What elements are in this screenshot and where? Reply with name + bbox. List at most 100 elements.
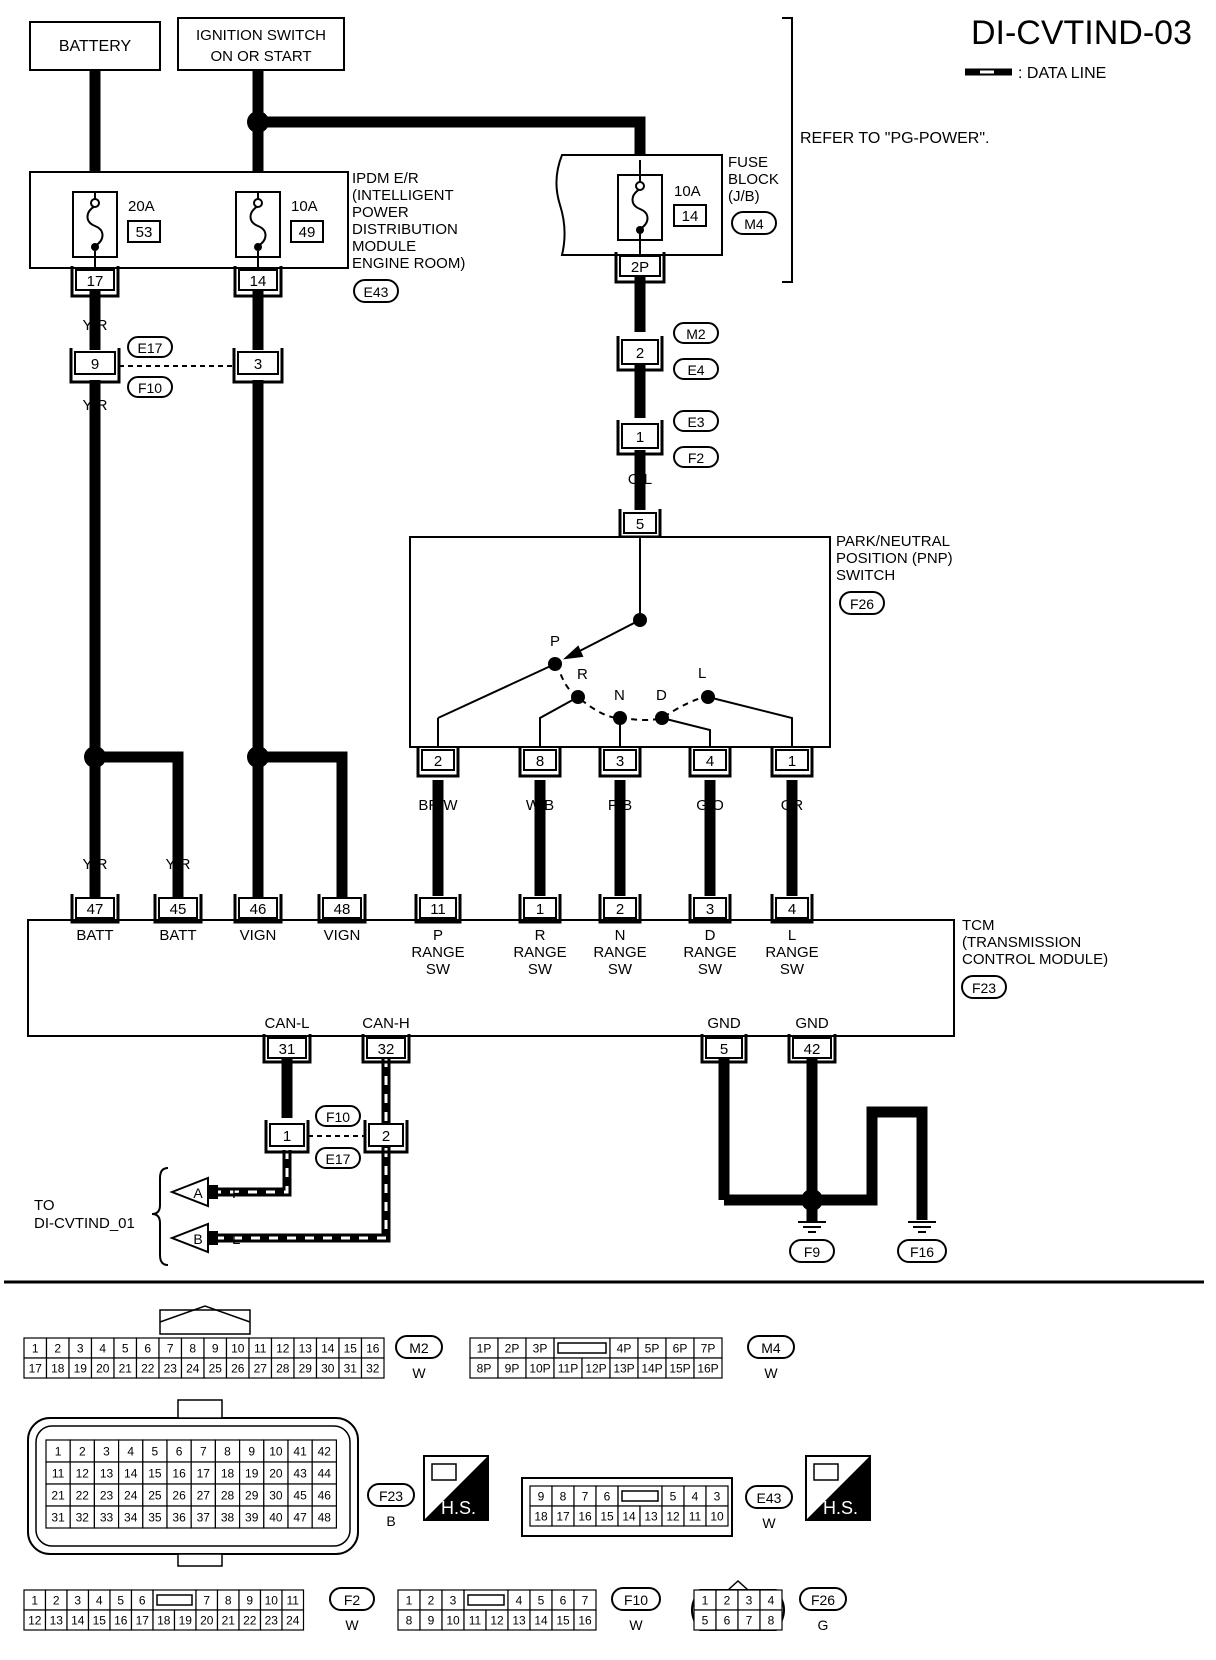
svg-text:POWER: POWER <box>352 204 409 221</box>
connector-pin-label: 4P <box>617 1341 632 1355</box>
ignition-switch-box <box>177 17 345 71</box>
connector-pin-label: 3 <box>74 1593 81 1607</box>
connector-pin-label: 4 <box>96 1593 103 1607</box>
svg-text:R: R <box>535 927 546 944</box>
connector-pin-label: 12 <box>490 1613 504 1627</box>
svg-text:Y/R: Y/R <box>165 856 190 873</box>
connector-pin-label: 6P <box>673 1341 688 1355</box>
splice-dot <box>247 111 269 133</box>
connector-pin-label: 8 <box>768 1613 775 1627</box>
refer-note: REFER TO "PG-POWER". <box>800 130 989 147</box>
wire-color: Y <box>253 397 263 414</box>
connector-pin-label: 44 <box>318 1466 332 1480</box>
connector-pin-label: 23 <box>164 1361 178 1375</box>
wire-color: Y/R <box>82 397 107 414</box>
connector-id: E43 <box>364 284 389 300</box>
arrow-a: A P <box>169 1176 242 1208</box>
svg-text:IPDM E/R: IPDM E/R <box>352 170 419 187</box>
svg-text:3: 3 <box>254 356 262 373</box>
connector-pin-label: 20 <box>269 1466 283 1480</box>
hs-icon-shade <box>806 1456 870 1520</box>
svg-text:(INTELLIGENT: (INTELLIGENT <box>352 187 454 204</box>
svg-text:G/O: G/O <box>696 797 724 814</box>
connector-pin-label: 1 <box>31 1593 38 1607</box>
connector-pin-label: 18 <box>534 1509 548 1523</box>
connector-tag <box>747 1335 795 1359</box>
connector-pin-label: 10 <box>269 1444 283 1458</box>
svg-text:L: L <box>698 665 706 682</box>
connector-pin-label: 5 <box>670 1489 677 1503</box>
connector-pin-label: 11P <box>558 1361 578 1375</box>
connector-housing-inner <box>35 1425 351 1547</box>
svg-text:A: A <box>193 1185 203 1201</box>
connector-pin-label: 9 <box>246 1593 253 1607</box>
connector-latch <box>177 1399 223 1419</box>
fuse-number: 49 <box>299 224 316 241</box>
ground-id: F16 <box>910 1244 934 1260</box>
connector-pin-label: 26 <box>231 1361 245 1375</box>
connector-pin-label: 3P <box>533 1341 548 1355</box>
connector-pin-label: 17 <box>197 1466 211 1480</box>
tcm-bottom-pins: 31 32 5 42 <box>262 1034 837 1064</box>
connector-pin-label: 17 <box>29 1361 43 1375</box>
connector-pin-label: 17 <box>136 1613 150 1627</box>
connector-pin-label: 38 <box>221 1510 235 1524</box>
svg-text:PARK/NEUTRAL: PARK/NEUTRAL <box>836 533 950 550</box>
connector-cell <box>705 1505 729 1527</box>
connector-pin-label: 1 <box>702 1593 709 1607</box>
svg-text:DISTRIBUTION: DISTRIBUTION <box>352 221 458 238</box>
svg-text:RANGE: RANGE <box>411 944 464 961</box>
connector-key <box>156 1594 193 1606</box>
fuse-number: 53 <box>136 224 153 241</box>
connector-pin-label: 16 <box>578 1613 592 1627</box>
connector-color: G <box>818 1617 829 1633</box>
connector-pin-label: 15 <box>148 1466 162 1480</box>
connector-pin-label: 5 <box>538 1593 545 1607</box>
connector-pin-label: 43 <box>293 1466 307 1480</box>
connector-pin-label: 5P <box>645 1341 660 1355</box>
connector-pin-label: 6 <box>724 1613 731 1627</box>
diagram-id: DI-CVTIND-03 <box>971 14 1192 52</box>
tcm-top-pins: 47 45 46 48 11 1 2 3 4 <box>70 894 814 924</box>
svg-text:32: 32 <box>378 1041 395 1058</box>
connector-id: F23 <box>972 980 996 996</box>
connector-pin-label: 33 <box>100 1510 114 1524</box>
connector-pin-label: 2P <box>505 1341 520 1355</box>
connector-pin-label: 12P <box>585 1361 606 1375</box>
svg-text:(J/B): (J/B) <box>728 188 760 205</box>
svg-text:W/B: W/B <box>526 797 554 814</box>
fuse-number: 14 <box>682 208 699 225</box>
wire-color: P <box>635 385 645 402</box>
fuse-10a <box>235 191 281 268</box>
connector-tag <box>611 1587 661 1611</box>
svg-text:45: 45 <box>170 901 187 918</box>
ground-tag-f9 <box>789 1239 835 1263</box>
svg-text:4: 4 <box>706 753 714 770</box>
connector-pin-label: 2 <box>54 1341 61 1355</box>
svg-text:1: 1 <box>283 1128 291 1145</box>
svg-text:3: 3 <box>706 901 714 918</box>
splice-dot <box>247 746 269 768</box>
connector-pin-label: 6 <box>139 1593 146 1607</box>
joint-connector-f10-e17: 1 2 <box>264 1120 409 1154</box>
svg-text:P: P <box>232 1185 242 1202</box>
connector-latch <box>159 1309 251 1335</box>
connector-pin-label: 5 <box>122 1341 129 1355</box>
connector-tag <box>315 1147 361 1169</box>
connector-tag <box>673 410 719 432</box>
fuse-amp: 10A <box>291 198 318 215</box>
connector-pin-label: 21 <box>51 1488 65 1502</box>
connector-pin-label: 24 <box>286 1613 300 1627</box>
connector-pin-label: 23 <box>100 1488 114 1502</box>
connector-pin-label: 15P <box>669 1361 690 1375</box>
pin-connector: 2P <box>614 252 666 284</box>
connector-pin-label: 11 <box>254 1341 267 1355</box>
svg-text:2: 2 <box>636 345 644 362</box>
connector-pin-label: 8 <box>560 1489 567 1503</box>
svg-text:GND: GND <box>795 1015 829 1032</box>
connector-pin-label: 21 <box>119 1361 133 1375</box>
